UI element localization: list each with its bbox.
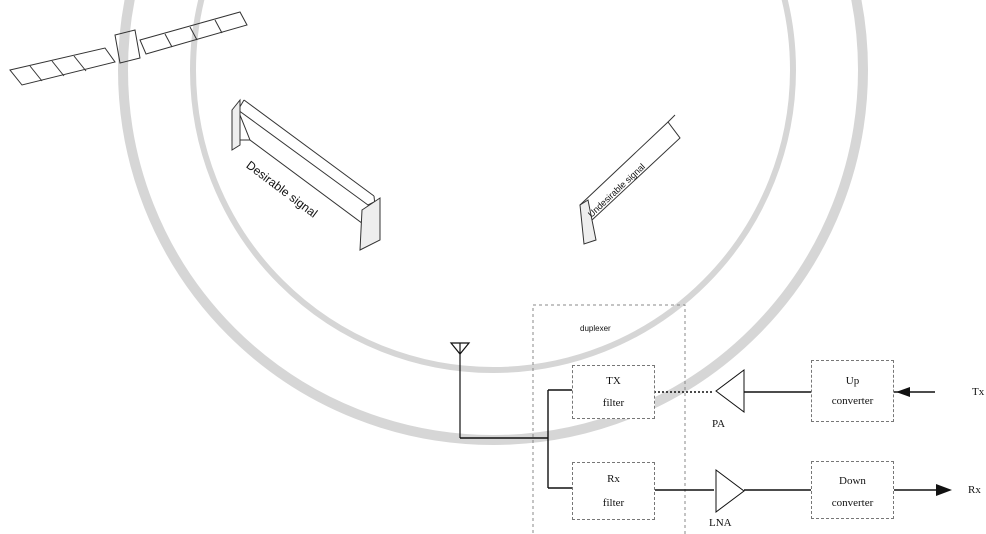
tx-filter-line2: filter bbox=[602, 397, 625, 409]
tx-filter-block: TX filter bbox=[572, 365, 655, 419]
down-converter-line1: Down bbox=[839, 475, 866, 487]
tx-filter-line1: TX bbox=[606, 375, 621, 387]
antenna-icon bbox=[449, 342, 471, 438]
lna-amplifier bbox=[715, 469, 745, 513]
rx-output-arrow bbox=[936, 484, 952, 496]
tx-port-label: Tx bbox=[972, 386, 985, 398]
down-converter-line2: converter bbox=[831, 497, 874, 509]
tx-input-arrow bbox=[896, 387, 910, 397]
watermark-seal bbox=[118, 0, 868, 445]
undesirable-signal-beam bbox=[579, 114, 681, 245]
pa-amplifier bbox=[715, 369, 745, 413]
satellite-icon bbox=[9, 11, 248, 86]
rx-filter-line2: filter bbox=[602, 497, 625, 509]
down-converter-block: Down converter bbox=[811, 461, 894, 519]
up-converter-block: Up converter bbox=[811, 360, 894, 422]
rx-filter-block: Rx filter bbox=[572, 462, 655, 520]
pa-label: PA bbox=[712, 418, 726, 430]
duplexer-label: duplexer bbox=[580, 324, 611, 333]
up-converter-line2: converter bbox=[831, 395, 874, 407]
desirable-signal-beam bbox=[231, 98, 381, 251]
lna-label: LNA bbox=[709, 517, 732, 529]
up-converter-line1: Up bbox=[845, 375, 860, 387]
wiring bbox=[460, 389, 940, 491]
rx-filter-line1: Rx bbox=[607, 473, 620, 485]
rx-port-label: Rx bbox=[968, 484, 981, 496]
